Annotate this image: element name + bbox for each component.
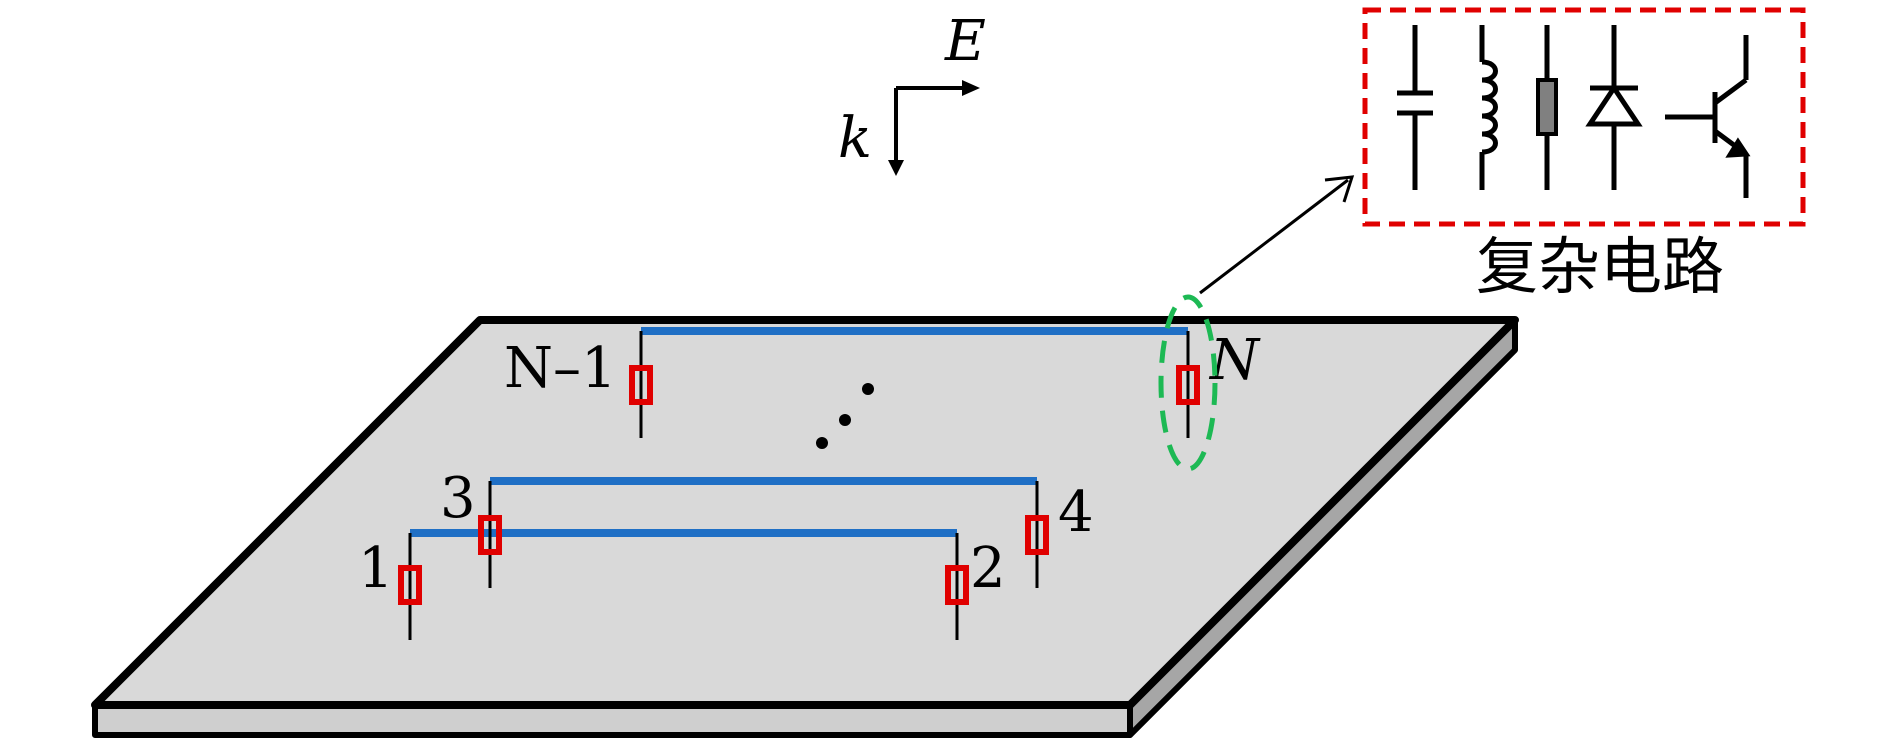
load-resistor-port-n-1 (629, 365, 653, 405)
e-field-label: E (944, 9, 986, 74)
port-label-3: 3 (440, 466, 476, 531)
ellipsis-dot (839, 414, 851, 426)
ellipsis-dot (816, 437, 828, 449)
port-label-2: 2 (970, 536, 1006, 601)
wire-pair-n (639, 327, 1190, 438)
load-resistor-port-n (1176, 365, 1200, 405)
load-resistor-port-2 (945, 565, 969, 605)
inductor-icon (1479, 25, 1498, 190)
ellipsis-dots (816, 383, 874, 449)
k-vector-label: k (838, 106, 872, 171)
field-axes (888, 80, 980, 176)
ground-plate (91, 316, 1519, 738)
wire-pair-3-4 (488, 477, 1039, 588)
inset-caption: 复杂电路 (1476, 230, 1724, 303)
ellipsis-dot (862, 383, 874, 395)
callout-arrow (1199, 175, 1355, 295)
k-arrowhead (888, 160, 904, 176)
load-resistor-port-1 (398, 565, 422, 605)
plate-top-face (91, 316, 1519, 709)
port-label-4: 4 (1058, 480, 1094, 545)
complex-circuit-inset (1362, 7, 1806, 227)
diode-icon (1585, 25, 1643, 190)
highlight-ellipse (1158, 294, 1218, 472)
port-label-n: N (1208, 328, 1261, 393)
load-resistor-port-4 (1025, 515, 1049, 555)
port-label-1: 1 (358, 536, 394, 601)
load-resistor-port-3 (478, 515, 502, 555)
transistor-icon (1665, 35, 1751, 198)
e-arrowhead (962, 80, 980, 96)
resistor-icon (1536, 25, 1558, 190)
capacitor-icon (1397, 25, 1433, 190)
port-label-n-1: N–1 (504, 336, 617, 401)
plate-front-face (92, 702, 1133, 738)
